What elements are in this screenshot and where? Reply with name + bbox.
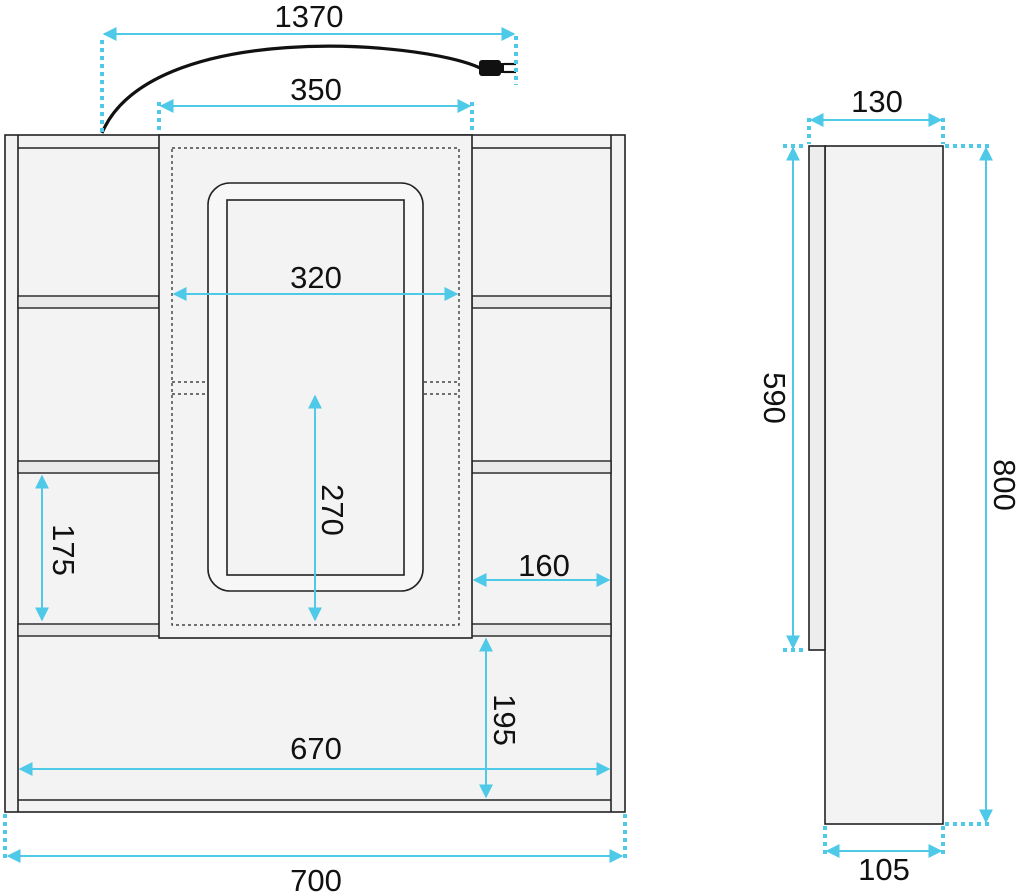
label-bottom-height: 195 xyxy=(487,694,522,746)
label-mirror-width: 320 xyxy=(290,260,342,295)
shelf-left-1 xyxy=(17,295,160,309)
side-body xyxy=(824,145,944,825)
side-view xyxy=(808,145,944,825)
shelf-right-1 xyxy=(471,295,612,309)
door-inner-dashed xyxy=(171,147,460,626)
label-cable-length: 1370 xyxy=(275,0,344,34)
label-door-width: 350 xyxy=(290,72,342,107)
label-side-height: 590 xyxy=(757,372,792,424)
shelf-right-2 xyxy=(471,460,612,474)
side-door xyxy=(808,145,826,651)
label-total-height: 800 xyxy=(987,459,1020,511)
label-mirror-height: 270 xyxy=(315,484,350,536)
label-total-width: 700 xyxy=(290,863,342,894)
label-shelf-height: 175 xyxy=(46,524,81,576)
label-shelf-width: 160 xyxy=(518,548,570,583)
label-depth-total: 130 xyxy=(851,84,903,119)
shelf-left-2 xyxy=(17,460,160,474)
power-cable xyxy=(100,44,481,134)
label-inner-width: 670 xyxy=(290,731,342,766)
plug-icon xyxy=(479,60,516,76)
label-depth-body: 105 xyxy=(858,852,910,887)
